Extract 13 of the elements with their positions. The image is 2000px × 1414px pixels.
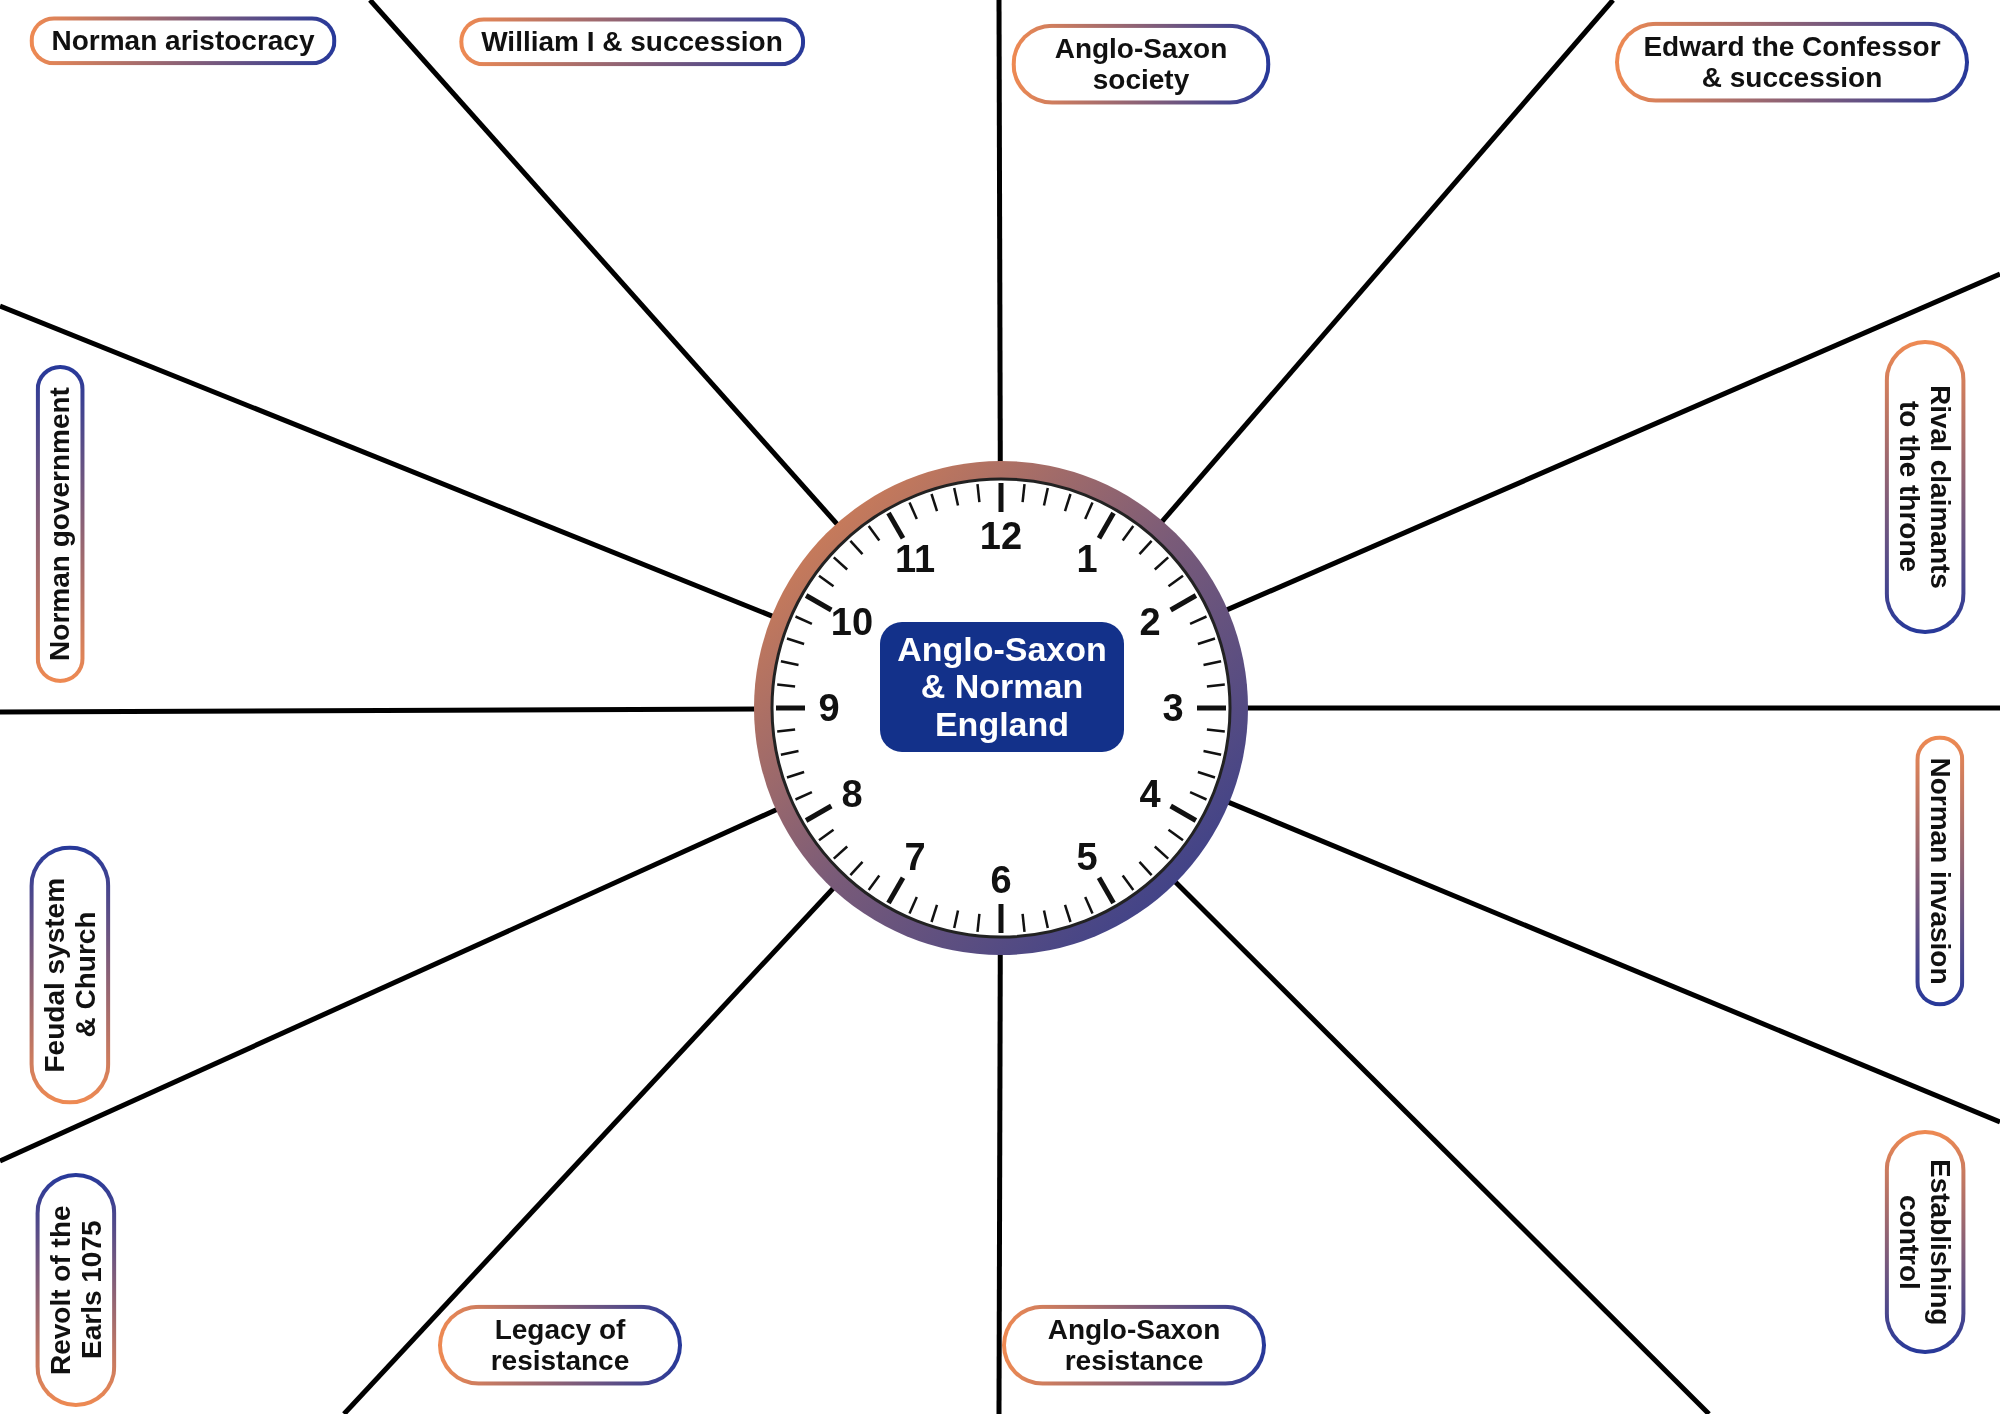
clock-numeral: 6 [990, 861, 1012, 899]
clock-numeral: 9 [818, 689, 840, 727]
clock-numeral: 5 [1076, 838, 1098, 876]
title-banner: Anglo-Saxon & Norman England [880, 622, 1124, 752]
clock-numeral: 4 [1139, 775, 1161, 813]
clock-numeral: 11 [894, 540, 936, 578]
clock-numeral: 1 [1076, 540, 1098, 578]
clock-numeral: 10 [830, 603, 874, 641]
clock-numeral: 12 [979, 517, 1023, 555]
clock-numeral: 2 [1139, 603, 1161, 641]
clock-numeral: 7 [904, 838, 926, 876]
clock-numeral: 8 [841, 775, 863, 813]
clock-numeral: 3 [1162, 689, 1184, 727]
